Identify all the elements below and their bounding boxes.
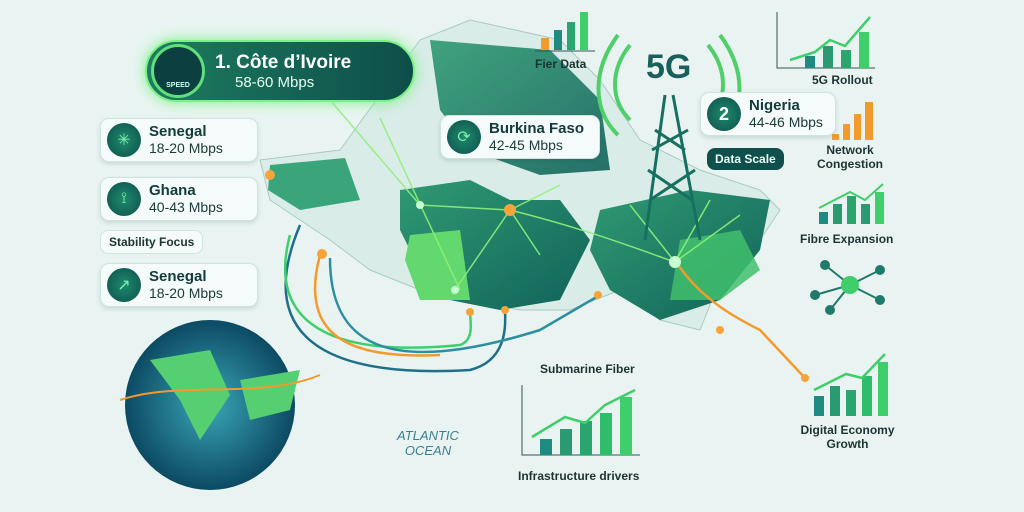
country-speed: 42-45 Mbps <box>489 137 563 153</box>
country-speed: 18-20 Mbps <box>149 285 223 301</box>
5g-rollout-chart-icon <box>776 12 875 69</box>
network-hub-icon: ✳ <box>107 123 141 157</box>
infrastructure-chart-icon <box>521 385 640 456</box>
digital-growth-label: Digital Economy Growth <box>800 423 895 451</box>
country-name: Senegal <box>149 123 207 140</box>
country-speed: 44-46 Mbps <box>749 114 823 130</box>
senegal-region <box>268 158 360 210</box>
growth-chart-icon: ↗ <box>107 268 141 302</box>
featured-country-banner[interactable]: SPEED 1. Côte d’Ivoire 58-60 Mbps <box>145 40 415 102</box>
network-congestion-chart-icon <box>832 102 873 140</box>
featured-title: 1. Côte d’Ivoire <box>215 51 352 73</box>
atlantic-ocean-label: ATLANTIC OCEAN <box>397 428 459 458</box>
digital-growth-chart-icon <box>813 353 888 416</box>
signal-tower-icon: ⟟ <box>107 182 141 216</box>
fiber-data-label: Fier Data <box>535 57 587 71</box>
network-congestion-label: Network Congestion <box>817 143 883 171</box>
network-nodes-icon <box>810 260 885 315</box>
country-name: Ghana <box>149 182 196 199</box>
country-name: Nigeria <box>749 97 800 114</box>
refresh-chart-icon: ⟳ <box>447 120 481 154</box>
5g-rollout-label: 5G Rollout <box>812 73 873 87</box>
infrastructure-drivers-label: Infrastructure drivers <box>518 469 640 483</box>
gauge-label: SPEED <box>166 82 190 89</box>
stability-focus-tag[interactable]: Stability Focus <box>100 230 204 254</box>
country-name: Senegal <box>149 268 207 285</box>
featured-speed: 58-60 Mbps <box>235 73 315 91</box>
country-speed: 40-43 Mbps <box>149 199 223 215</box>
submarine-fiber-label: Submarine Fiber <box>540 362 635 376</box>
cote-divoire-region <box>405 230 470 300</box>
country-speed: 18-20 Mbps <box>149 140 223 156</box>
five-g-label: 5G <box>646 48 692 86</box>
country-name: Burkina Faso <box>489 120 585 137</box>
fiber-data-chart-icon <box>535 12 595 52</box>
rank-badge: 2 <box>707 97 741 131</box>
cell-tower-icon <box>643 94 702 241</box>
data-scale-button[interactable]: Data Scale <box>707 148 784 170</box>
fibre-expansion-chart-icon <box>818 183 884 224</box>
fibre-expansion-label: Fibre Expansion <box>800 232 894 246</box>
speedometer-icon: SPEED <box>151 44 205 98</box>
